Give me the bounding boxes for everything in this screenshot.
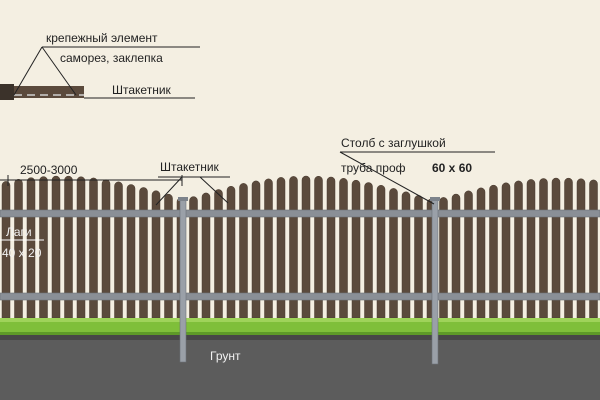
fastener-leader-1 [13,46,43,96]
post-right-cap [430,197,440,201]
rail-size-label: 40 х 20 [2,246,42,260]
grass-strip [0,318,600,335]
post-left [179,199,187,363]
fastener-title-label: крепежный элемент [46,31,158,45]
picket [389,188,398,319]
picket [376,185,386,319]
picket [126,184,136,319]
ground-label: Грунт [210,349,241,363]
post-detail-label: труба проф [341,161,406,175]
picket-mid-leader-2 [199,176,229,204]
rail-title-label: Лаги [6,225,32,239]
post-size-label: 60 х 60 [432,161,472,175]
post-left-cap [178,197,188,201]
picket [151,190,161,319]
picket [464,190,473,319]
picket [401,191,411,319]
ground-strip [0,334,600,400]
span-label: 2500-3000 [20,163,78,177]
picket-top-label: Штакетник [112,83,172,97]
post-label-leader [339,151,435,205]
picket-mid-label: Штакетник [160,160,220,174]
picket [189,196,198,319]
picket [451,193,461,319]
post-right [431,199,439,365]
fastener-detail-label: саморез, заклепка [60,51,163,65]
picket [489,184,498,319]
picket [226,185,236,319]
grass-edge [0,332,600,335]
grass-shade [0,318,600,322]
fastener-leader-2 [41,46,77,96]
post-title-label: Столб с заглушкой [341,136,446,150]
picket [476,187,486,319]
picket [139,187,148,319]
picket [439,197,448,319]
pickets-group [1,175,598,319]
fastener-plate [0,84,14,100]
picket [164,193,173,319]
picket [214,189,223,319]
upper-rail [0,209,600,218]
lower-rail [0,292,600,301]
ground-shadow [0,334,600,340]
picket-mid-leader-1 [155,176,183,206]
picket [201,192,211,319]
